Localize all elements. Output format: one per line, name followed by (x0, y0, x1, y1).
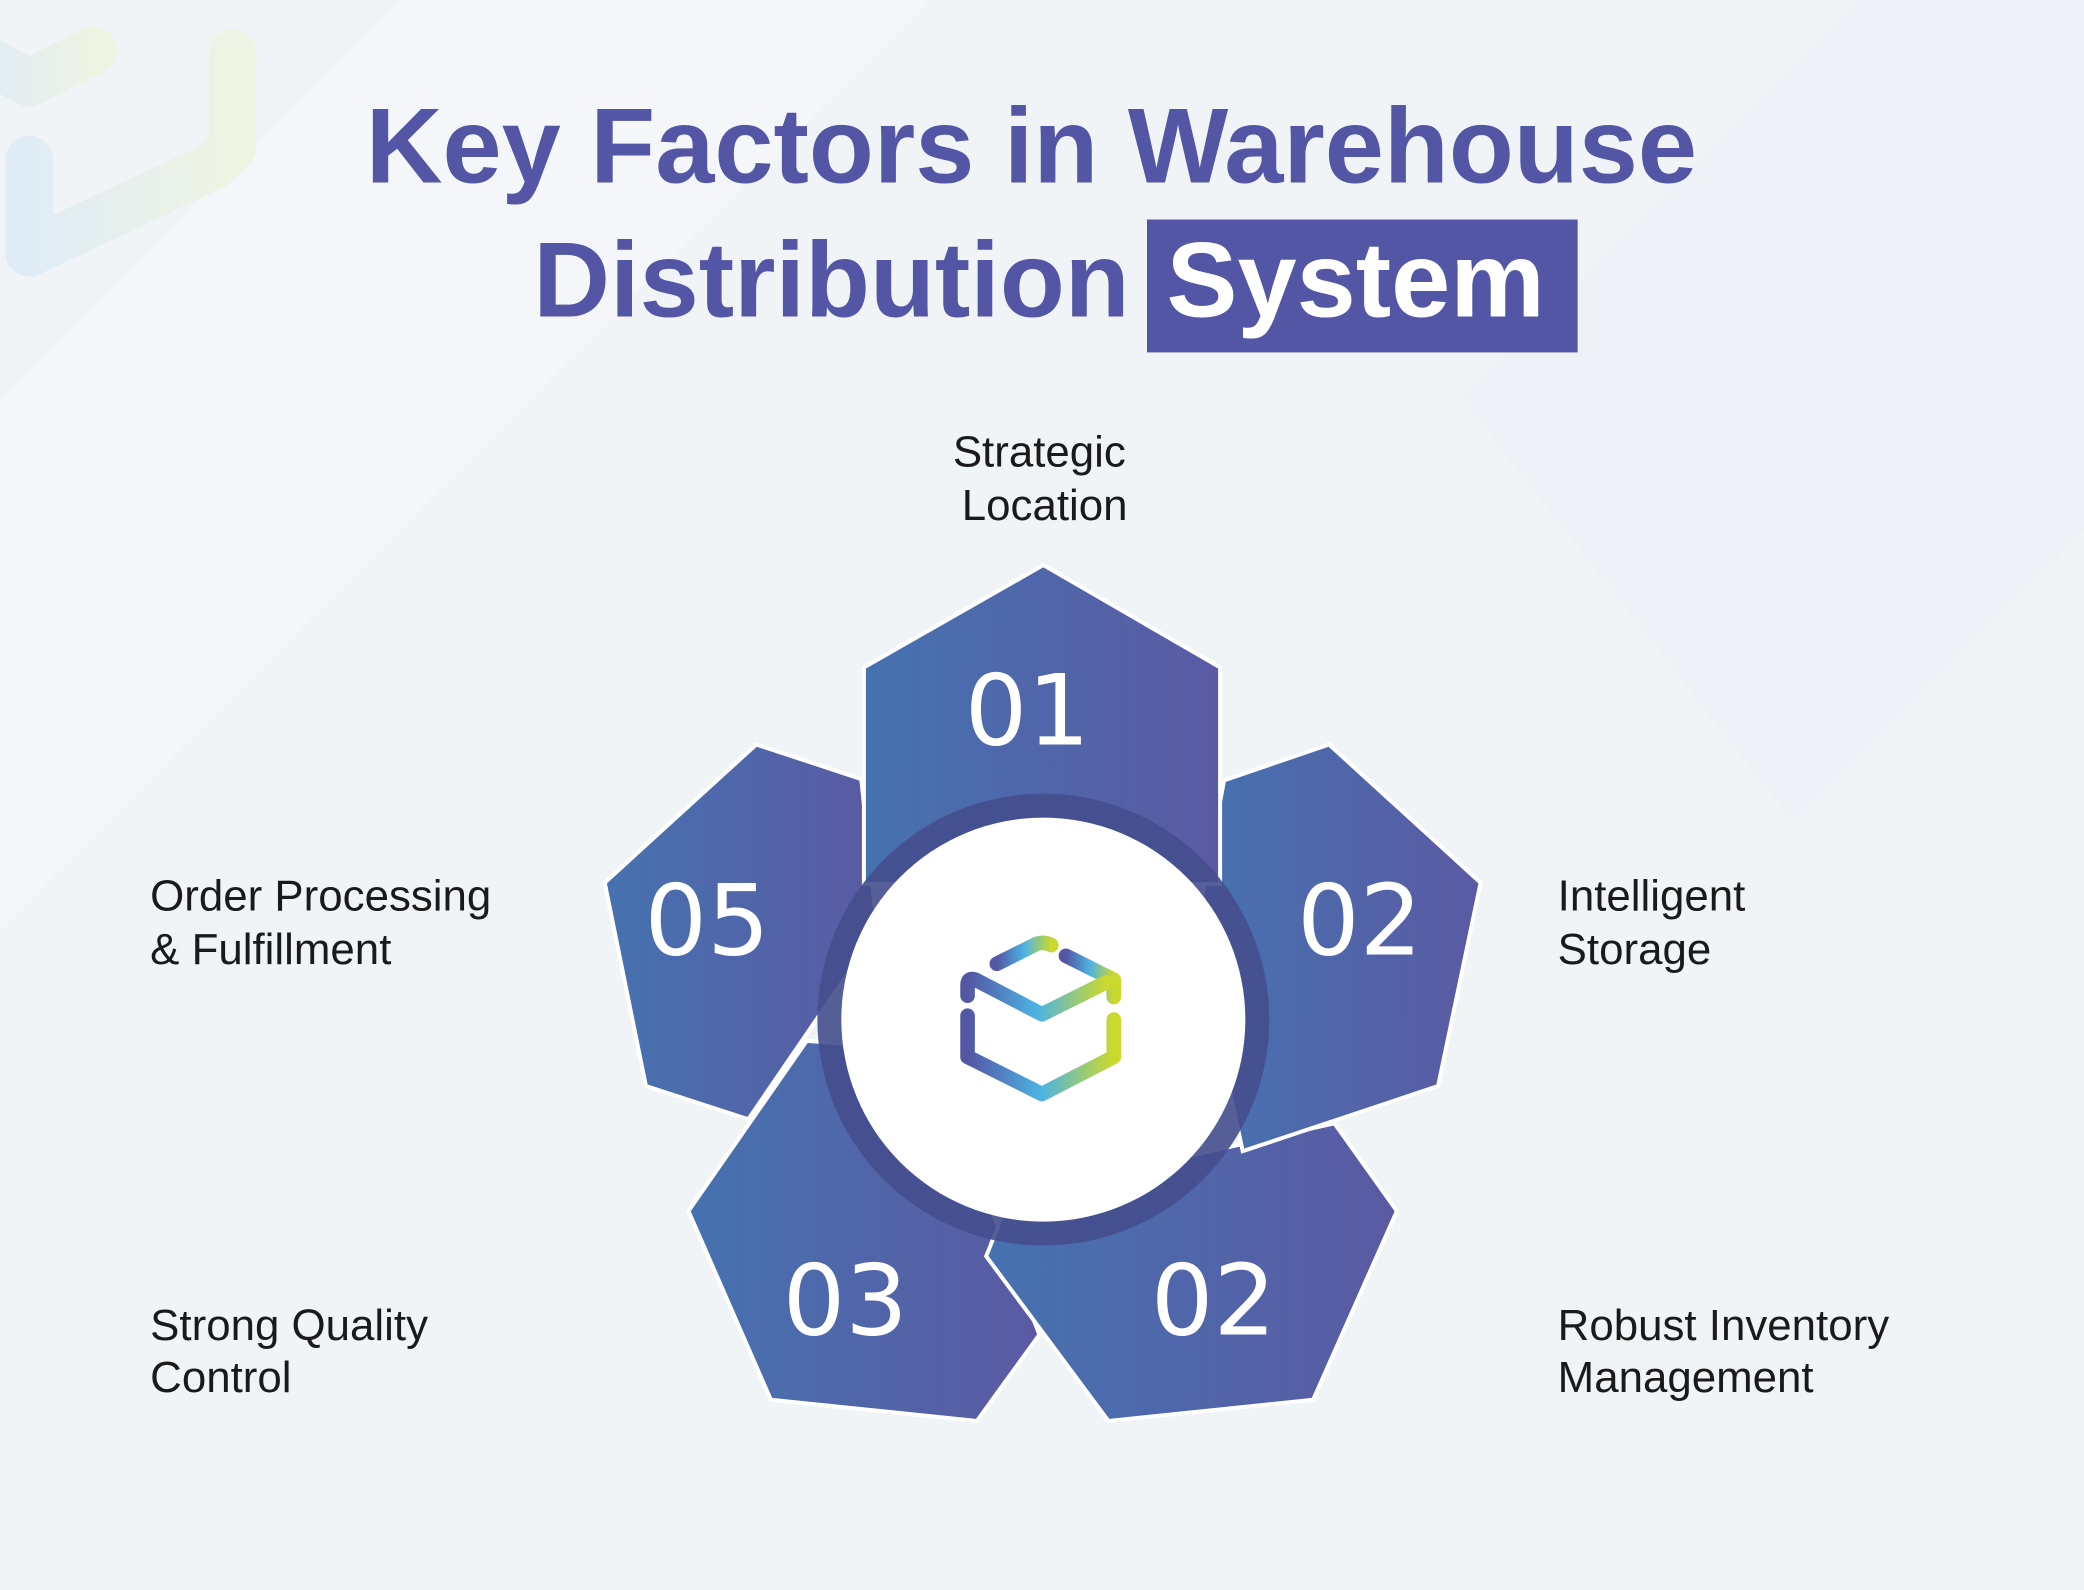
factor-number-1: 01 (965, 654, 1090, 768)
title-highlight-box (1146, 219, 1578, 353)
factor-label-4a: Strong Quality (150, 1301, 428, 1350)
factor-label-5a: Order Processing (150, 872, 491, 921)
watermark-box-icon (0, 0, 257, 277)
box-icon (960, 935, 1122, 1102)
factor-label-1b: Location (962, 481, 1128, 530)
factor-label-3a: Robust Inventory (1558, 1301, 1890, 1350)
factor-number-2: 02 (1297, 864, 1422, 978)
factor-number-3: 02 (1151, 1245, 1276, 1359)
factor-label-2a: Intelligent (1558, 872, 1746, 921)
factor-label-4b: Control (150, 1353, 291, 1402)
factor-label-5b: & Fulfillment (150, 925, 391, 974)
factor-number-5: 05 (645, 864, 770, 978)
title-line-1: Key Factors in Warehouse (366, 86, 1697, 205)
factor-number-4: 03 (783, 1245, 908, 1359)
title-highlight: System (1167, 221, 1545, 340)
factor-label-2b: Storage (1558, 925, 1712, 974)
petal-05 (602, 742, 880, 1122)
factor-label-1a: Strategic (953, 428, 1126, 477)
factor-label-3b: Management (1558, 1353, 1814, 1402)
title-line-2: Distribution (533, 221, 1129, 340)
